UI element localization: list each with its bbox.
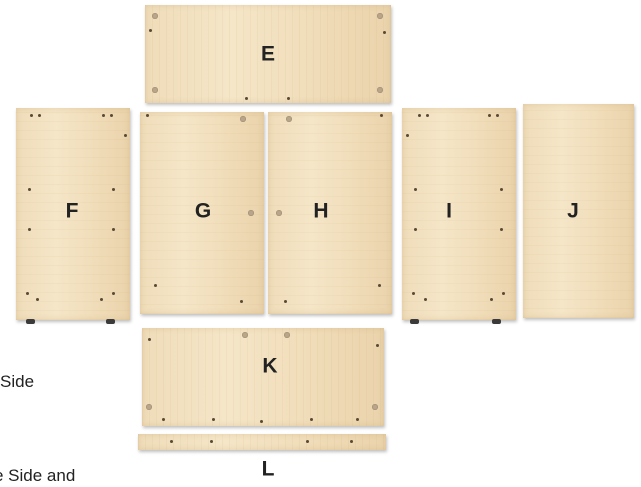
panel-label-e: E: [261, 44, 275, 65]
panel-hole: [212, 418, 215, 421]
panel-label-i: I: [446, 201, 452, 222]
panel-hole: [245, 97, 248, 100]
panel-hole: [28, 228, 31, 231]
panel-hole: [306, 440, 309, 443]
panel-hole: [378, 284, 381, 287]
panel-hole: [500, 228, 503, 231]
panel-hole: [376, 344, 379, 347]
panel-label-j: J: [567, 201, 579, 222]
panel-label-l: L: [262, 459, 275, 480]
panel-hole: [102, 114, 105, 117]
panel-h: [268, 112, 392, 314]
panel-hole: [152, 13, 158, 19]
panel-hole: [162, 418, 165, 421]
panel-hole: [377, 13, 383, 19]
panel-hole: [372, 404, 378, 410]
panel-hole: [287, 97, 290, 100]
panel-hole: [380, 114, 383, 117]
panel-hole: [310, 418, 313, 421]
panel-hole: [36, 298, 39, 301]
panel-hole: [414, 228, 417, 231]
panel-hole: [112, 188, 115, 191]
panel-hole: [170, 440, 173, 443]
panel-hole: [412, 292, 415, 295]
panel-l: [138, 434, 386, 450]
panel-foot: [106, 319, 115, 324]
panel-hole: [377, 87, 383, 93]
panel-hole: [356, 418, 359, 421]
panel-hole: [152, 87, 158, 93]
panel-hole: [490, 298, 493, 301]
panel-hole: [148, 338, 151, 341]
panel-hole: [112, 292, 115, 295]
panel-hole: [30, 114, 33, 117]
panel-hole: [154, 284, 157, 287]
panel-hole: [426, 114, 429, 117]
panel-hole: [424, 298, 427, 301]
caption-line-2: e Side and: [0, 466, 75, 486]
panel-hole: [210, 440, 213, 443]
panel-hole: [350, 440, 353, 443]
panel-hole: [260, 420, 263, 423]
panel-hole: [38, 114, 41, 117]
panel-hole: [28, 188, 31, 191]
panel-label-h: H: [313, 201, 328, 222]
panel-hole: [124, 134, 127, 137]
panel-foot: [26, 319, 35, 324]
panel-hole: [488, 114, 491, 117]
panel-hole: [248, 210, 254, 216]
panel-hole: [100, 298, 103, 301]
panel-hole: [406, 134, 409, 137]
panel-hole: [284, 332, 290, 338]
panel-hole: [276, 210, 282, 216]
panel-hole: [240, 300, 243, 303]
panel-hole: [418, 114, 421, 117]
panel-hole: [286, 116, 292, 122]
panel-hole: [496, 114, 499, 117]
panel-foot: [410, 319, 419, 324]
panel-hole: [500, 188, 503, 191]
panel-hole: [383, 31, 386, 34]
panel-hole: [284, 300, 287, 303]
panel-hole: [146, 404, 152, 410]
panel-hole: [502, 292, 505, 295]
panel-hole: [414, 188, 417, 191]
panel-foot: [492, 319, 501, 324]
panel-hole: [240, 116, 246, 122]
panel-hole: [26, 292, 29, 295]
panel-label-k: K: [262, 356, 277, 377]
panel-hole: [149, 29, 152, 32]
panel-label-g: G: [195, 201, 211, 222]
panel-hole: [146, 114, 149, 117]
panel-hole: [110, 114, 113, 117]
panel-hole: [242, 332, 248, 338]
panel-label-f: F: [66, 201, 79, 222]
caption-line-1: Side: [0, 372, 34, 392]
panel-i: [402, 108, 516, 320]
panel-hole: [112, 228, 115, 231]
